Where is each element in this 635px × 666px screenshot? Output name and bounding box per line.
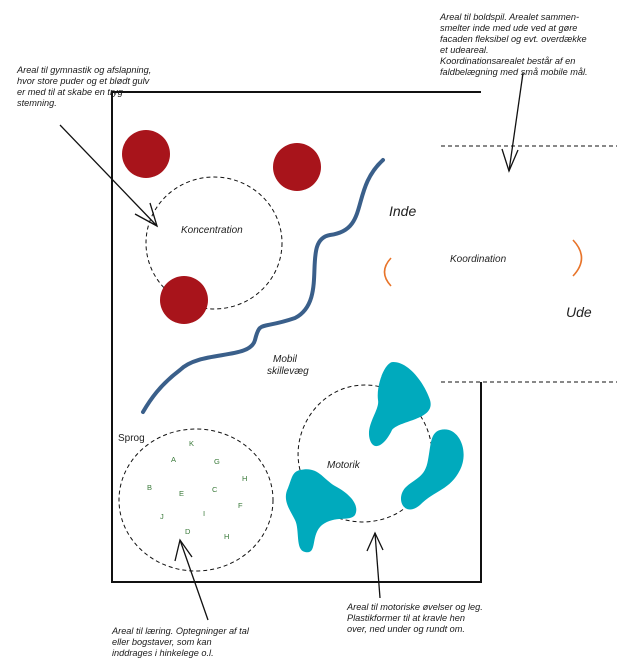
letter-C: C bbox=[212, 485, 218, 494]
cushion-circle-2 bbox=[273, 143, 321, 191]
gym-area-note: Areal til gymnastik og afslapning, hvor … bbox=[16, 65, 154, 108]
mobile-wall-label-2: skillevæg bbox=[267, 366, 309, 377]
plastic-shape-right bbox=[400, 429, 464, 510]
plastic-shape-top bbox=[368, 362, 431, 447]
letter-J: J bbox=[160, 512, 164, 521]
arrow-learning-head bbox=[174, 538, 193, 562]
letter-H-2: H bbox=[224, 532, 229, 541]
concentration-zone bbox=[145, 176, 283, 310]
language-zone bbox=[118, 428, 274, 572]
arrow-gym-head bbox=[134, 202, 159, 228]
learning-area-note: Areal til læring. Optegninger af tal ell… bbox=[111, 626, 251, 658]
letter-F: F bbox=[238, 501, 243, 510]
mobile-wall-label-1: Mobil bbox=[273, 354, 298, 365]
coordination-bracket-left bbox=[383, 257, 392, 287]
mobile-wall bbox=[141, 158, 385, 414]
koordination-label: Koordination bbox=[450, 254, 507, 265]
arrow-motor-line bbox=[374, 532, 381, 599]
ball-area-note: Areal til boldspil. Arealet sammen- smel… bbox=[439, 12, 589, 77]
arrow-gym-line bbox=[59, 124, 158, 227]
letter-G: G bbox=[214, 457, 220, 466]
cushion-circle-3 bbox=[160, 276, 208, 324]
room-outline bbox=[111, 91, 482, 583]
koncentration-label: Koncentration bbox=[181, 225, 243, 236]
arrow-learning-line bbox=[179, 539, 209, 621]
letter-H-1: H bbox=[242, 474, 247, 483]
arrow-ball-line bbox=[508, 72, 524, 172]
plastic-shape-left bbox=[285, 469, 357, 553]
letter-B: B bbox=[147, 483, 152, 492]
coordination-bracket-right bbox=[572, 239, 583, 277]
letter-I: I bbox=[203, 509, 205, 518]
motor-area-note: Areal til motoriske øvelser og leg. Plas… bbox=[346, 602, 485, 634]
letter-K: K bbox=[189, 439, 194, 448]
letter-A: A bbox=[171, 455, 176, 464]
motorik-label: Motorik bbox=[327, 460, 361, 471]
arrow-ball-head bbox=[501, 148, 519, 173]
arrow-motor-head bbox=[366, 531, 384, 552]
sprog-label: Sprog bbox=[118, 433, 145, 444]
letter-E: E bbox=[179, 489, 184, 498]
inde-label: Inde bbox=[389, 203, 416, 219]
letter-D: D bbox=[185, 527, 191, 536]
ude-label: Ude bbox=[566, 304, 592, 320]
cushion-circle-1 bbox=[122, 130, 170, 178]
